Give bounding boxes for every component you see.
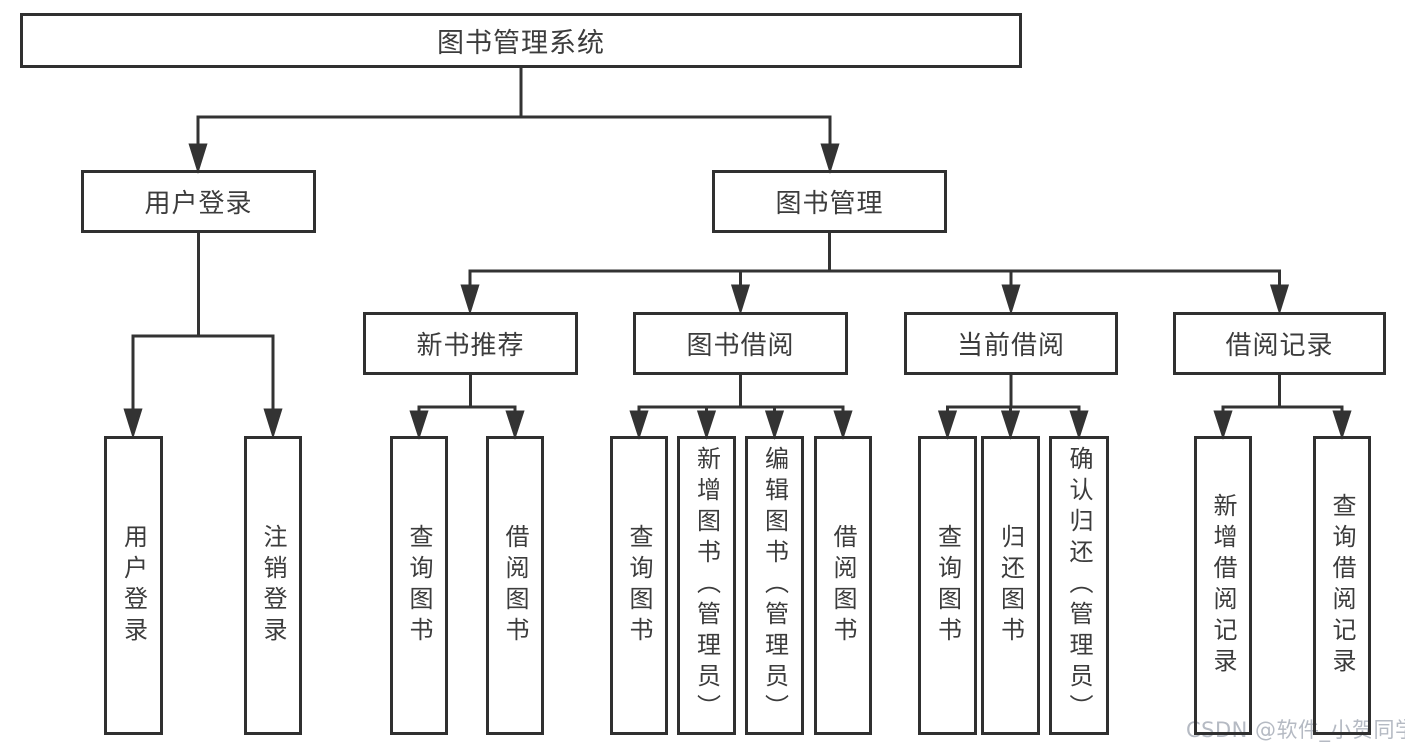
node-book-management: 图书管理 [712,170,947,233]
node-current-borrowing: 当前借阅 [904,312,1118,375]
connector-current-borrowing-to-leaves [937,375,1089,440]
connector-user-login-to-leaves [123,233,283,440]
leaf-query-books-recommend: 查询图书 [390,436,448,735]
node-new-book-recommendation: 新书推荐 [363,312,578,375]
leaf-edit-book-admin: 编辑图书（管理员） [745,436,804,735]
node-book-borrowing: 图书借阅 [633,312,848,375]
connector-book-management-to-level3 [460,233,1290,316]
leaf-borrow-books-borrowing: 借阅图书 [814,436,872,735]
node-library-management-system: 图书管理系统 [20,13,1022,68]
leaf-query-books-borrowing: 查询图书 [610,436,668,735]
node-borrowing-records: 借阅记录 [1173,312,1386,375]
node-user-login: 用户登录 [81,170,316,233]
leaf-add-book-admin: 新增图书（管理员） [677,436,736,735]
leaf-query-books-current: 查询图书 [918,436,977,735]
leaf-user-login: 用户登录 [104,436,163,735]
connector-book-borrowing-to-leaves [629,375,853,440]
leaf-confirm-return-admin: 确认归还（管理员） [1049,436,1109,735]
connector-borrowing-records-to-leaves [1213,375,1352,440]
leaf-return-books: 归还图书 [981,436,1040,735]
leaf-add-borrow-record: 新增借阅记录 [1194,436,1252,735]
leaf-query-borrow-record: 查询借阅记录 [1313,436,1371,735]
connector-root-to-level2 [188,67,840,175]
leaf-borrow-books-recommend: 借阅图书 [486,436,544,735]
connector-new-book-recommendation-to-leaves [409,375,525,440]
leaf-logout: 注销登录 [244,436,302,735]
